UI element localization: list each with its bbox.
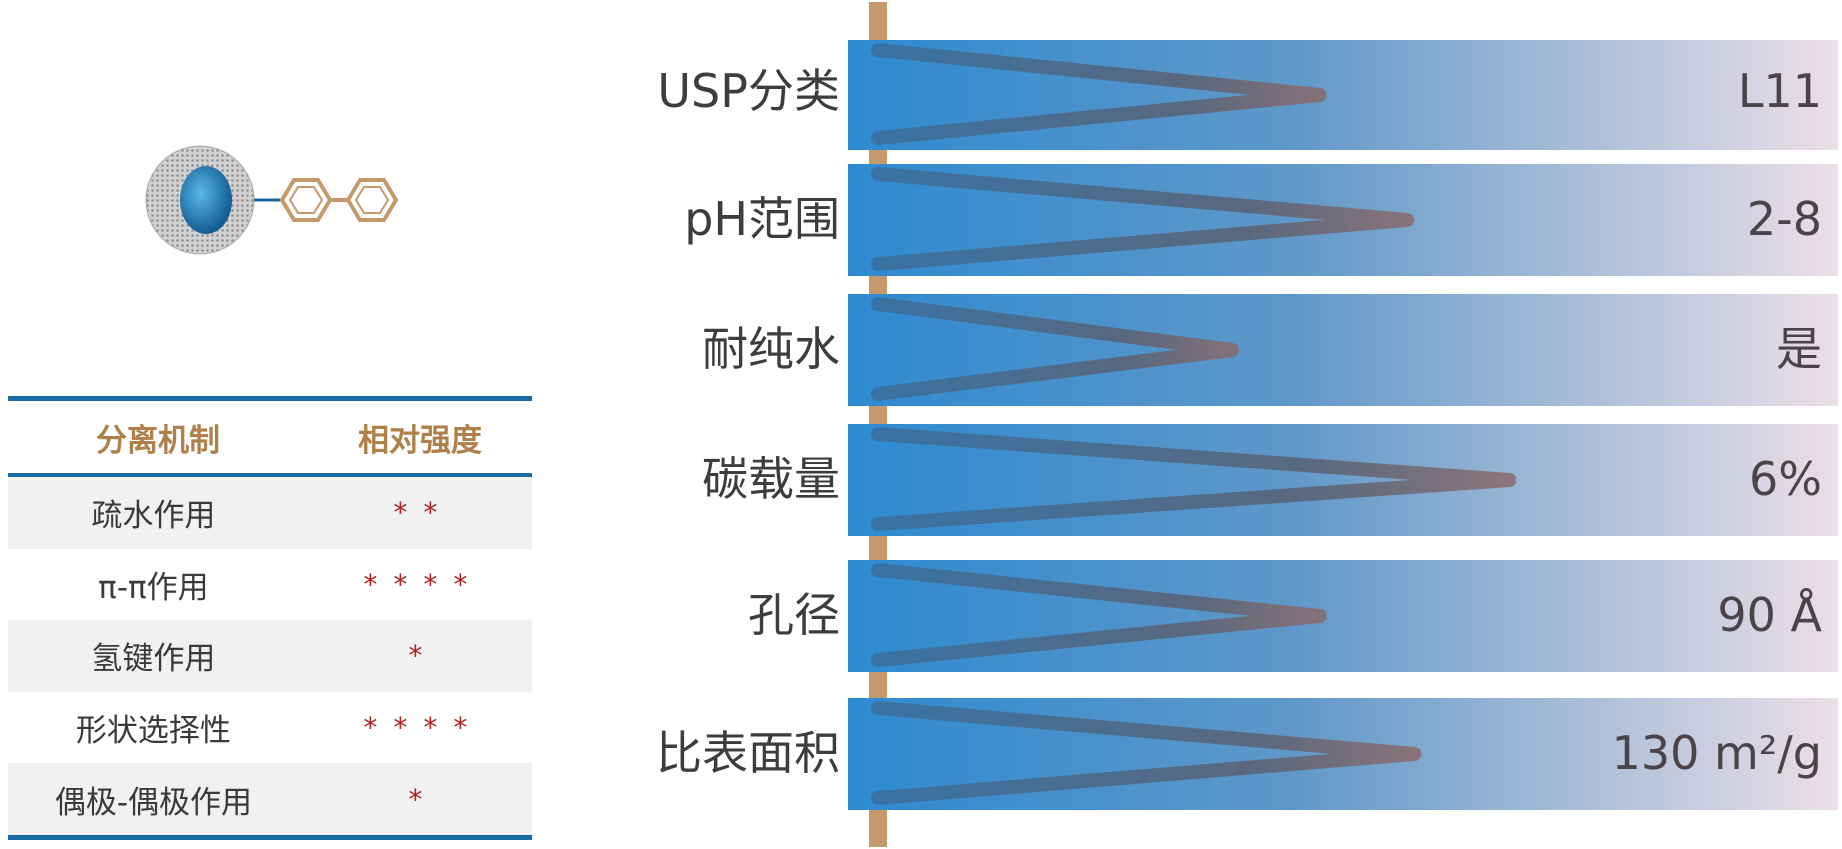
level-indicator <box>871 701 1422 805</box>
separation-mechanism-table: 分离机制 相对强度 疏水作用 ** π-π作用 **** 氢键作用 * 形状选择… <box>8 396 532 840</box>
property-value: 6% <box>1749 452 1822 506</box>
mechanism-name: π-π作用 <box>98 569 209 606</box>
level-indicator <box>871 43 1327 145</box>
level-indicator <box>871 297 1239 401</box>
property-value: 2-8 <box>1746 192 1822 246</box>
header-strength: 相对强度 <box>358 422 482 459</box>
table-row: 形状选择性 **** <box>8 691 532 764</box>
header-mechanism: 分离机制 <box>96 422 220 459</box>
table-row: 疏水作用 ** <box>8 477 532 549</box>
mechanism-name: 形状选择性 <box>75 713 231 750</box>
property-value: 90 Å <box>1717 588 1822 642</box>
property-value: L11 <box>1737 64 1822 118</box>
property-label: pH范围 <box>684 192 840 246</box>
property-bars <box>848 2 1838 847</box>
property-label: 碳载量 <box>702 452 840 506</box>
table-row: π-π作用 **** <box>8 548 532 621</box>
strength-stars: **** <box>363 567 484 601</box>
level-indicator <box>871 563 1327 667</box>
table-header: 分离机制 相对强度 <box>8 401 532 477</box>
table-row: 偶极-偶极作用 * <box>8 763 532 835</box>
mechanism-name: 偶极-偶极作用 <box>54 784 253 821</box>
strength-stars: * <box>408 639 439 673</box>
property-label: USP分类 <box>657 64 840 118</box>
mechanism-name: 氢键作用 <box>91 641 216 678</box>
mechanism-name: 疏水作用 <box>91 498 216 535</box>
property-label: 孔径 <box>748 588 840 642</box>
property-bar <box>848 294 1838 406</box>
level-indicator <box>871 427 1517 531</box>
strength-stars: * <box>408 782 439 816</box>
property-value: 是 <box>1776 322 1822 376</box>
strength-stars: ** <box>393 496 454 530</box>
property-label: 比表面积 <box>656 726 840 780</box>
table-row: 氢键作用 * <box>8 620 532 692</box>
table-body: 疏水作用 ** π-π作用 **** 氢键作用 * 形状选择性 **** 偶极-… <box>8 477 532 835</box>
biphenyl-particle-icon <box>145 145 399 255</box>
level-indicator <box>871 167 1415 271</box>
strength-stars: **** <box>363 711 484 745</box>
property-value: 130 m²/g <box>1611 726 1822 780</box>
property-label: 耐纯水 <box>702 322 840 376</box>
